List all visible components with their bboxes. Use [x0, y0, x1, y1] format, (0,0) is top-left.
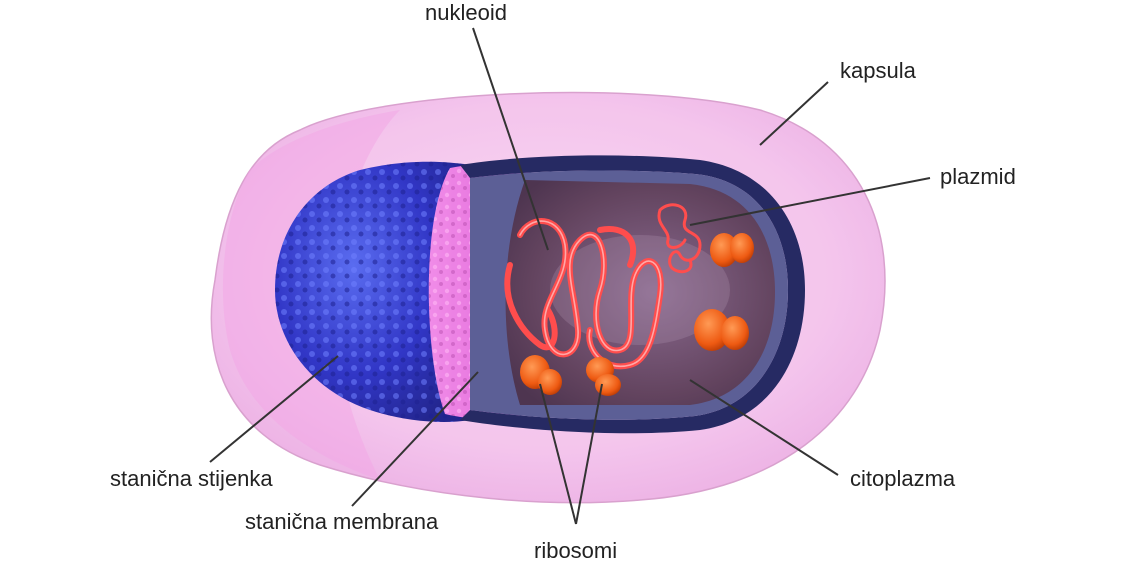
leader-capsule — [759, 81, 829, 146]
leader-cell-wall — [209, 355, 339, 463]
label-plasmid: plazmid — [940, 164, 1016, 189]
plasmid — [657, 203, 702, 274]
ribosome-2 — [694, 309, 749, 351]
label-nucleoid: nukleoid — [425, 0, 507, 25]
label-cell-membrane: stanična membrana — [245, 509, 439, 534]
ribosome-3 — [520, 355, 562, 395]
label-cytoplasm: citoplazma — [850, 466, 956, 491]
leader-ribosome-a — [539, 383, 577, 525]
leader-ribosome-b — [575, 383, 603, 525]
ribosome-4 — [586, 357, 621, 396]
label-cell-wall: stanična stijenka — [110, 466, 273, 491]
leader-plasmid — [689, 177, 931, 226]
cell-wall-texture — [275, 161, 470, 422]
leader-nucleoid — [472, 27, 549, 251]
leader-cell-membrane — [351, 371, 479, 507]
nucleoid-dna-highlight — [519, 220, 662, 368]
ribosome-1 — [710, 233, 754, 267]
label-capsule: kapsula — [840, 58, 916, 83]
leader-cytoplasm — [689, 379, 839, 476]
label-ribosomes: ribosomi — [534, 538, 618, 563]
